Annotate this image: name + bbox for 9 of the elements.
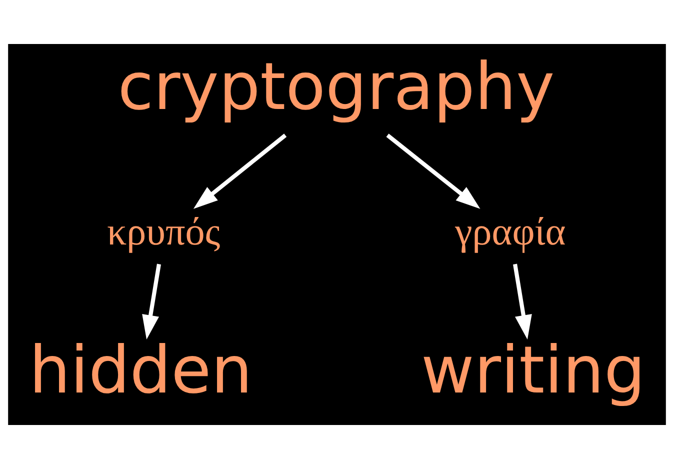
arrow <box>142 264 161 340</box>
node-text: γραφία <box>455 210 566 254</box>
node-text: κρυπός <box>106 210 220 254</box>
node-text: hidden <box>29 333 252 408</box>
arrow <box>193 134 287 209</box>
arrow <box>513 264 532 340</box>
node-text: cryptography <box>118 50 555 126</box>
node-text: writing <box>421 333 646 408</box>
arrow <box>386 134 480 209</box>
